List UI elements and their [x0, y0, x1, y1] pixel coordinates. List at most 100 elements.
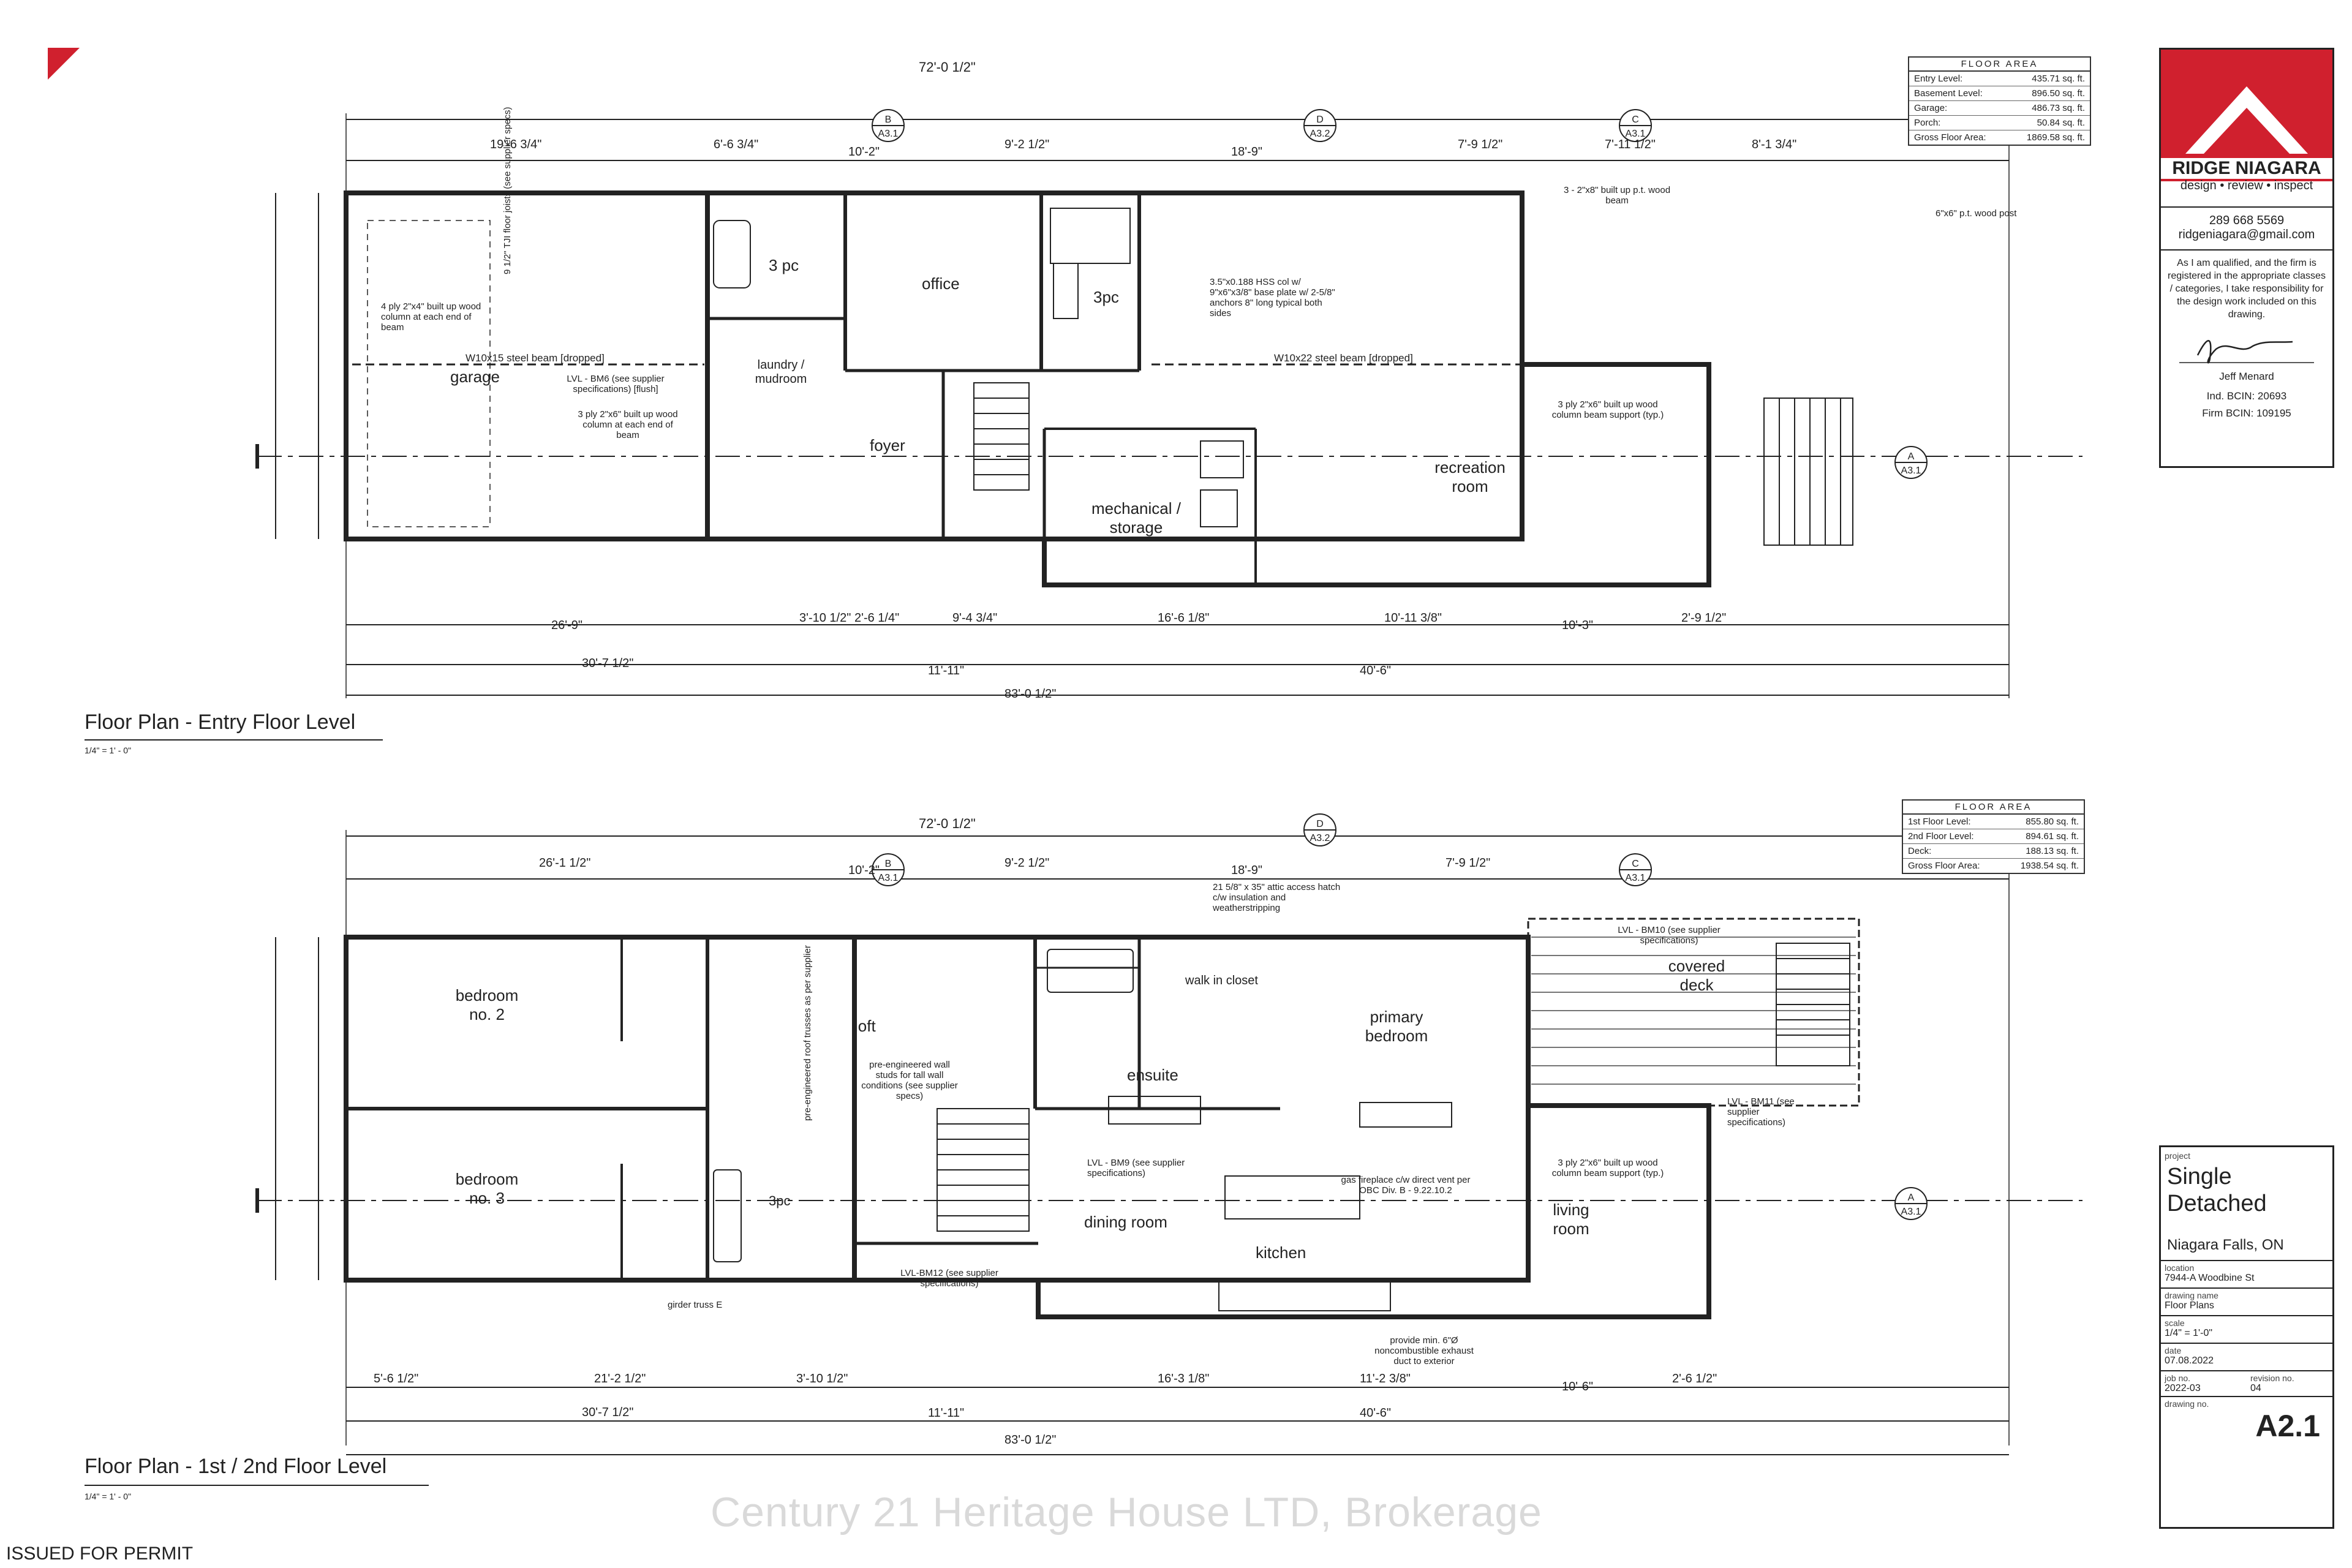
note: 3 - 2"x8" built up p.t. wood beam: [1563, 185, 1671, 206]
section-markers: [872, 109, 1928, 1220]
overall-dim-bottom: 83'-0 1/2": [1005, 687, 1057, 701]
dim: 18'-9": [1231, 145, 1262, 159]
section-marker-sheet: A3.1: [878, 873, 899, 883]
designer-name: Jeff Menard: [2219, 371, 2274, 382]
revision-number: 04: [2250, 1383, 2261, 1393]
room-foyer: foyer: [870, 436, 905, 454]
dim: 7'-9 1/2": [1458, 138, 1503, 151]
dim: 9'-2 1/2": [1005, 138, 1050, 151]
dim: 40'-6": [1360, 664, 1391, 677]
note: LVL - BM9 (see supplier specifications): [1087, 1158, 1185, 1178]
date: 07.08.2022: [2165, 1355, 2214, 1366]
room-loft: loft: [854, 1017, 876, 1035]
note: W10x15 steel beam [dropped]: [466, 352, 605, 364]
brand-tagline: design • review • inspect: [2180, 179, 2313, 192]
corner-mark: [48, 48, 80, 80]
drawing-name: Floor Plans: [2165, 1300, 2214, 1311]
overall-dim-top-2: 72'-0 1/2": [919, 816, 976, 831]
drawing-name-label: drawing name: [2161, 1287, 2332, 1300]
room-dining: dining room: [1084, 1213, 1167, 1231]
floor-area-title: FLOOR AREA: [1903, 801, 2084, 815]
room-3pc: 3 pc: [769, 256, 799, 274]
dim: 10'-6": [1562, 1380, 1593, 1393]
note: LVL - BM10 (see supplier specifications): [1618, 925, 1721, 946]
dim: 3'-10 1/2": [796, 1372, 848, 1385]
ind-bcin: Ind. BCIN: 20693: [2206, 390, 2287, 402]
dim: 30'-7 1/2": [582, 1406, 634, 1419]
room-bedroom-2: bedroom no. 2: [455, 986, 519, 1023]
dim: 26'-9": [551, 619, 582, 632]
table-row: Deck:188.13 sq. ft.: [1903, 844, 2084, 859]
signature-icon: [2179, 340, 2314, 364]
table-row: Gross Floor Area:1869.58 sq. ft.: [1914, 132, 2085, 143]
dim: 8'-1 3/4": [1752, 138, 1797, 151]
project-label: project: [2165, 1151, 2191, 1161]
note: LVL - BM6 (see supplier specifications) …: [567, 374, 665, 394]
dim: 11'-11": [928, 664, 965, 677]
email: ridgeniagara@gmail.com: [2178, 228, 2315, 241]
dim: 10'-11 3/8": [1384, 611, 1442, 625]
note: LVL-BM12 (see supplier specifications): [900, 1268, 998, 1289]
room-kitchen: kitchen: [1256, 1243, 1306, 1262]
room-office: office: [922, 274, 960, 293]
note: LVL - BM11 (see supplier specifications): [1727, 1096, 1795, 1128]
room-laundry: laundry / mudroom: [755, 358, 807, 386]
dim: 11'-2 3/8": [1360, 1372, 1411, 1385]
dim: 10'-2": [848, 864, 880, 877]
watermark: Century 21 Heritage House LTD, Brokerage: [710, 1489, 1542, 1536]
drawing-no-label: drawing no.: [2161, 1396, 2332, 1409]
room-ensuite: ensuite: [1127, 1066, 1178, 1084]
dim: 19'-6 3/4": [490, 138, 542, 151]
project-city: Niagara Falls, ON: [2167, 1237, 2284, 1253]
table-row: Porch:50.84 sq. ft.: [1909, 116, 2090, 130]
room-3pc-upper: 3pc: [769, 1193, 791, 1208]
note: pre-engineered wall studs for tall wall …: [861, 1060, 958, 1101]
dim: 3'-10 1/2": [799, 611, 851, 625]
section-marker-letter: A: [1908, 451, 1915, 462]
note: 9 1/2" TJI floor joists (see supplier sp…: [502, 107, 513, 275]
note: 3 ply 2"x6" built up wood column beam su…: [1551, 1158, 1664, 1178]
note: girder truss E: [668, 1300, 723, 1310]
room-mechanical: mechanical / storage: [1091, 499, 1181, 537]
table-row: Gross Floor Area:1938.54 sq. ft.: [1908, 861, 2079, 871]
overall-dim-top: 72'-0 1/2": [919, 59, 976, 75]
dim: 10'-3": [1562, 619, 1593, 632]
note: W10x22 steel beam [dropped]: [1274, 352, 1413, 364]
section-marker-sheet: A3.1: [1626, 129, 1646, 139]
drawing-number: A2.1: [2255, 1409, 2320, 1443]
project-line1: Single: [2167, 1164, 2232, 1189]
section-marker-letter: C: [1632, 115, 1639, 125]
section-marker-sheet: A3.2: [1310, 833, 1330, 843]
dim: 2'-9 1/2": [1681, 611, 1727, 625]
table-row: Garage:486.73 sq. ft.: [1909, 101, 2090, 116]
note: 3 ply 2"x6" built up wood column beam su…: [1551, 399, 1664, 420]
plan-scale-entry: 1/4" = 1' - 0": [85, 745, 132, 755]
room-covered-deck: covered deck: [1668, 957, 1725, 994]
title-block-upper: RIDGE NIAGARA design • review • inspect …: [2159, 48, 2334, 468]
dim: 7'-9 1/2": [1446, 856, 1491, 870]
section-marker-letter: D: [1316, 115, 1324, 125]
section-marker-sheet: A3.1: [1626, 873, 1646, 883]
section-marker-letter: C: [1632, 859, 1639, 869]
room-recreation: recreation room: [1434, 458, 1506, 496]
dim: 21'-2 1/2": [594, 1372, 646, 1385]
location: 7944-A Woodbine St: [2165, 1273, 2255, 1283]
dim: 11'-11": [928, 1406, 965, 1420]
job-number: 2022-03: [2165, 1383, 2201, 1393]
brand-name: RIDGE NIAGARA: [2161, 158, 2332, 179]
revision-label: revision no.: [2250, 1373, 2294, 1383]
table-row: Entry Level:435.71 sq. ft.: [1909, 72, 2090, 86]
table-row: Basement Level:896.50 sq. ft.: [1909, 86, 2090, 101]
room-bedroom-3: bedroom no. 3: [455, 1170, 519, 1207]
dim: 30'-7 1/2": [582, 657, 634, 670]
project-line2: Detached: [2167, 1191, 2267, 1216]
job-label: job no.: [2165, 1373, 2191, 1383]
note: 6"x6" p.t. wood post: [1936, 208, 2017, 219]
note: 4 ply 2"x4" built up wood column at each…: [381, 301, 481, 333]
section-marker-letter: A: [1908, 1193, 1915, 1203]
job-revision-row: job no. 2022-03 revision no. 04: [2161, 1370, 2332, 1396]
note: provide min. 6"Ø noncombustible exhaust …: [1374, 1335, 1474, 1366]
note: pre-engineered roof trusses as per suppl…: [802, 945, 813, 1121]
room-garage: garage: [450, 368, 500, 386]
